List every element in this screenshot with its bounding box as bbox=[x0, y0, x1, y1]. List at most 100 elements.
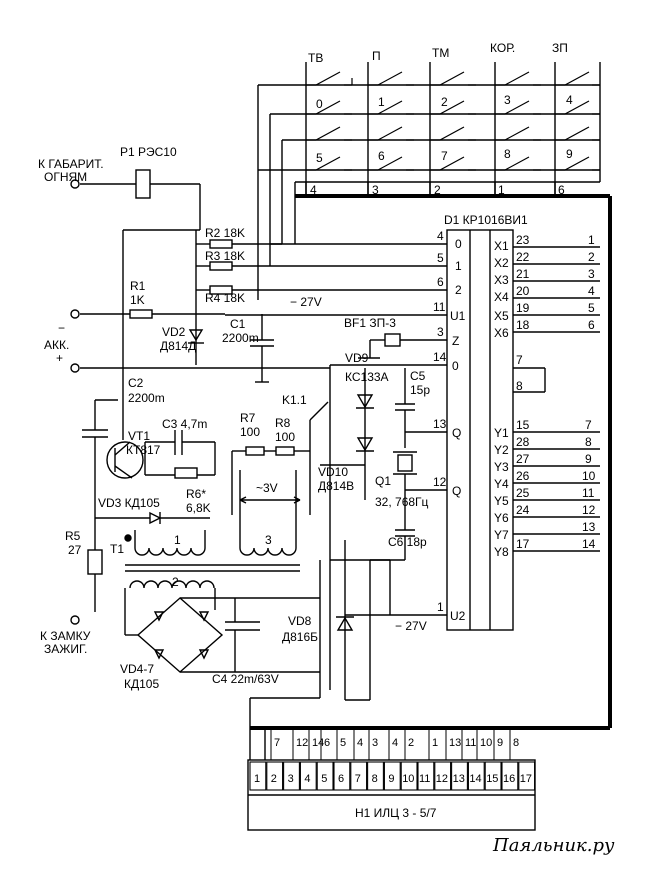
h1-pin-number: 10 bbox=[402, 773, 414, 785]
y6-out: 12 bbox=[582, 503, 596, 517]
y1-out: 7 bbox=[585, 418, 592, 432]
h1-pin-number: 5 bbox=[321, 773, 327, 785]
pin-name-2: 2 bbox=[455, 283, 462, 297]
r6-value: 6,8K bbox=[186, 501, 211, 515]
bus-num-6: 6 bbox=[558, 183, 565, 197]
h1-pin-box bbox=[518, 761, 536, 791]
digit-5: 5 bbox=[316, 151, 323, 165]
pin-13: 13 bbox=[433, 417, 447, 431]
x5-out: 5 bbox=[588, 301, 595, 315]
plus-label: + bbox=[56, 351, 63, 365]
h1-top-pin-number: 13 bbox=[449, 737, 461, 749]
c2-label: C2 bbox=[128, 376, 144, 390]
h1-pin-number: 6 bbox=[338, 773, 344, 785]
c4-label: C4 22m/63V bbox=[212, 672, 279, 686]
gabarit-label-2: ОГНЯМ bbox=[44, 170, 87, 184]
h1-pin-box bbox=[249, 761, 267, 791]
h1-pin-number: 1 bbox=[254, 773, 260, 785]
pin-name-u2: U2 bbox=[450, 609, 466, 623]
digit-8: 8 bbox=[504, 147, 511, 161]
pin-name-1: 1 bbox=[455, 259, 462, 273]
vd47-label: VD4-7 bbox=[120, 662, 154, 676]
digit-9: 9 bbox=[566, 147, 573, 161]
y3-out: 9 bbox=[585, 452, 592, 466]
winding-1: 1 bbox=[174, 533, 181, 547]
pin-name-u1: U1 bbox=[450, 309, 466, 323]
t1-label: T1 bbox=[110, 542, 124, 556]
h1-pin-box bbox=[467, 761, 485, 791]
h1-pin-box bbox=[400, 761, 418, 791]
y5-name: Y5 bbox=[494, 494, 509, 508]
h1-top-pin-number: 8 bbox=[513, 737, 519, 749]
r6-label: R6* bbox=[186, 487, 206, 501]
digit-0: 0 bbox=[316, 97, 323, 111]
c1-value: 2200m bbox=[222, 331, 259, 345]
r8-value: 100 bbox=[275, 430, 295, 444]
key-labels: ТВ П ТМ КОР. ЗП 0 1 2 3 4 5 6 7 8 9 4 3 … bbox=[308, 41, 573, 197]
r1-label: R1 bbox=[130, 279, 146, 293]
h1-title: Н1 ИЛЦ 3 - 5/7 bbox=[355, 806, 437, 820]
ic-title: D1 КР1016ВИ1 bbox=[444, 213, 528, 227]
component-labels: P1 РЭС10 К ГАБАРИТ. ОГНЯМ R2 18K R3 18K … bbox=[38, 145, 430, 691]
x5-name: X5 bbox=[494, 309, 509, 323]
vd8-label: VD8 bbox=[288, 614, 312, 628]
bus-num-1: 1 bbox=[498, 183, 505, 197]
h1-pin-box bbox=[484, 761, 502, 791]
volt3-label: ~3V bbox=[256, 481, 278, 495]
h1-pin-number: 17 bbox=[520, 773, 532, 785]
h1-pin-box bbox=[383, 761, 401, 791]
h1-top-pin-number: 4 bbox=[392, 737, 398, 749]
y6-name: Y6 bbox=[494, 511, 509, 525]
h1-pin-box bbox=[350, 761, 368, 791]
pin-name-z: Z bbox=[452, 334, 459, 348]
r7-label: R7 bbox=[240, 411, 256, 425]
winding-2: 2 bbox=[172, 575, 179, 589]
vd8-type: Д816Б bbox=[282, 630, 318, 644]
q1-label: Q1 bbox=[375, 474, 391, 488]
x6-out: 6 bbox=[588, 318, 595, 332]
pin-name-q2: Q bbox=[452, 484, 461, 498]
minus27-label-a: − 27V bbox=[290, 295, 322, 309]
r4-label: R4 18K bbox=[205, 291, 245, 305]
r1-value: 1K bbox=[130, 293, 145, 307]
y8-pin: 17 bbox=[516, 537, 530, 551]
h1-top-pin-number: 7 bbox=[274, 737, 280, 749]
key-label-tm: ТМ bbox=[432, 46, 449, 60]
pin-name-0: 0 bbox=[455, 237, 462, 251]
x1-name: X1 bbox=[494, 239, 509, 253]
x6-pin: 18 bbox=[516, 318, 530, 332]
y4-pin: 26 bbox=[516, 469, 530, 483]
h1-pin-box bbox=[299, 761, 317, 791]
pin-4: 4 bbox=[437, 229, 444, 243]
y7-out: 13 bbox=[582, 520, 596, 534]
display-h1 bbox=[247, 728, 536, 831]
y4-name: Y4 bbox=[494, 477, 509, 491]
pin-8: 8 bbox=[516, 379, 523, 393]
x1-pin: 23 bbox=[516, 233, 530, 247]
h1-top-pin-number: 5 bbox=[340, 737, 346, 749]
pin-1: 1 bbox=[437, 600, 444, 614]
pin-3: 3 bbox=[437, 325, 444, 339]
r5-value: 27 bbox=[68, 543, 82, 557]
h1-pin-box bbox=[367, 761, 384, 791]
vd10-type: Д814В bbox=[318, 479, 354, 493]
y1-pin: 15 bbox=[516, 418, 530, 432]
c6-label: C6 18p bbox=[388, 535, 427, 549]
c5-label: C5 bbox=[410, 369, 426, 383]
r8-label: R8 bbox=[275, 416, 291, 430]
h1-pin-number: 7 bbox=[355, 773, 361, 785]
pin-name-q1: Q bbox=[452, 426, 461, 440]
reference-section bbox=[320, 368, 417, 561]
bf1-label: BF1 ЗП-3 bbox=[344, 316, 396, 330]
h1-top-pin-number: 12 bbox=[296, 737, 308, 749]
c5-value: 15p bbox=[410, 383, 430, 397]
ic-d1-text: D1 КР1016ВИ1 4 0 5 1 6 2 11 U1 3 Z 14 0 … bbox=[433, 213, 596, 623]
h1-pin-number: 15 bbox=[486, 773, 498, 785]
y4-out: 10 bbox=[582, 469, 596, 483]
x4-pin: 20 bbox=[516, 284, 530, 298]
gabarit-label-1: К ГАБАРИТ. bbox=[38, 157, 104, 171]
bus-num-4: 4 bbox=[310, 183, 317, 197]
y7-name: Y7 bbox=[494, 528, 509, 542]
